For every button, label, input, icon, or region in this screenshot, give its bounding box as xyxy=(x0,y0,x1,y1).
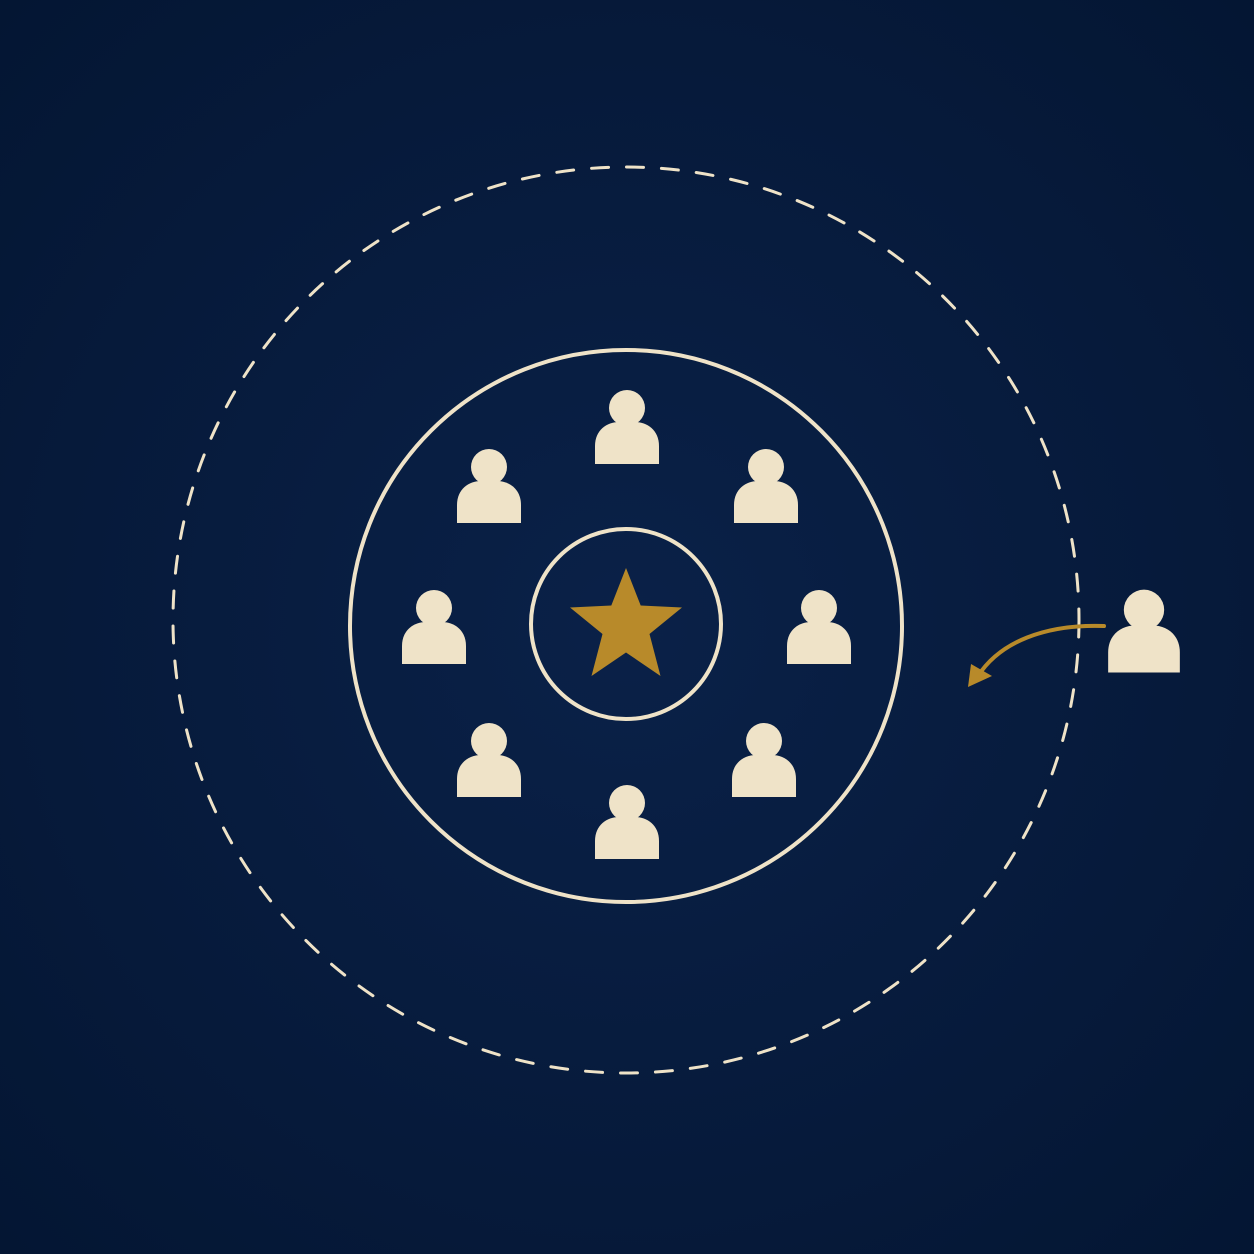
curved-arrow-icon xyxy=(968,623,1106,687)
outer-dashed-boundary xyxy=(171,165,1081,1075)
inner-circle xyxy=(348,348,904,904)
center-circle xyxy=(529,527,723,721)
center-star-icon xyxy=(570,568,682,676)
